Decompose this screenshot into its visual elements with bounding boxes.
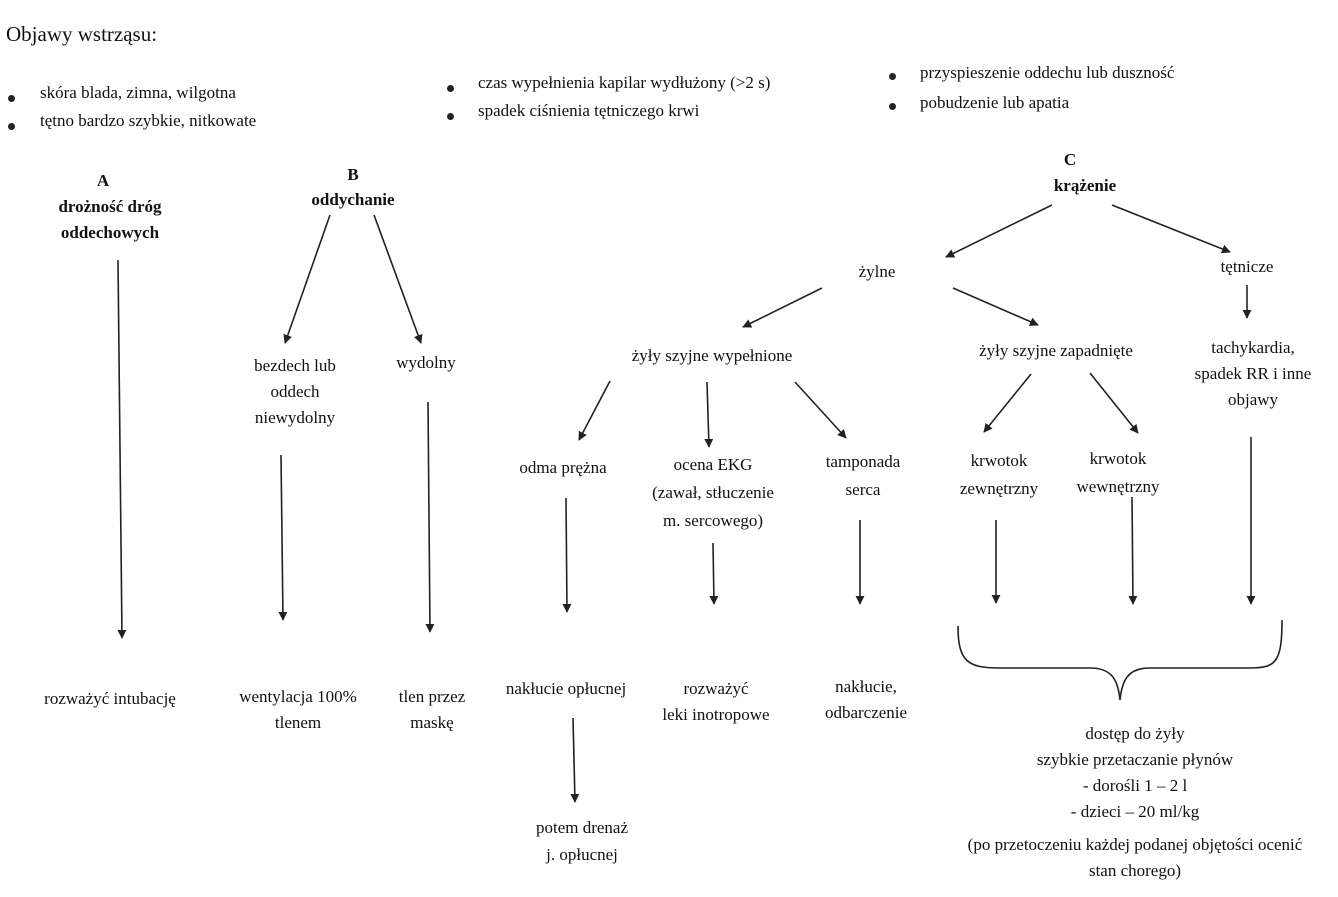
arrow-filled-tamponade xyxy=(794,381,847,439)
ekg-label-line3: m. sercowego) xyxy=(662,511,764,530)
section-a-letter: A xyxy=(96,171,110,190)
arrow-collapsed-external xyxy=(983,373,1032,433)
internal-bleeding-line2: wewnętrzny xyxy=(1076,477,1160,496)
venous-label: żylne xyxy=(858,262,896,281)
symptom-item: tętno bardzo szybkie, nitkowate xyxy=(40,111,257,130)
arrow-collapsed-internal xyxy=(1089,372,1139,434)
arrow-venous-collapsed xyxy=(952,287,1039,326)
b-left-action-line1: wentylacja 100% xyxy=(239,687,357,706)
bullet-icon xyxy=(447,113,454,120)
b-left-label-line1: bezdech lub xyxy=(254,356,336,375)
arrow-internal-down xyxy=(1128,496,1138,605)
arrow-ekg-down xyxy=(709,542,719,605)
symptom-item: spadek ciśnienia tętniczego krwi xyxy=(478,101,700,120)
arterial-result-line3: objawy xyxy=(1227,390,1279,409)
treatment-line6: stan chorego) xyxy=(1088,861,1182,880)
tamponade-action-line1: nakłucie, xyxy=(835,677,897,696)
ekg-action-line1: rozważyć xyxy=(683,679,749,698)
b-right-action-line1: tlen przez xyxy=(398,687,466,706)
tension-pneumothorax-label: odma prężna xyxy=(519,458,607,477)
internal-bleeding-line1: krwotok xyxy=(1089,449,1147,468)
external-bleeding-line1: krwotok xyxy=(970,451,1028,470)
b-right-action-line2: maskę xyxy=(410,713,454,732)
bullet-icon xyxy=(889,73,896,80)
filled-veins-label: żyły szyjne wypełnione xyxy=(631,346,793,365)
external-bleeding-line2: zewnętrzny xyxy=(959,479,1039,498)
arrow-b-right xyxy=(373,214,423,344)
arrow-b-left xyxy=(283,214,331,344)
tamponade-action-line2: odbarczenie xyxy=(824,703,908,722)
bullet-icon xyxy=(447,85,454,92)
treatment-line2: szybkie przetaczanie płynów xyxy=(1036,750,1234,769)
section-c-letter: C xyxy=(1063,150,1077,169)
a-action: rozważyć intubację xyxy=(44,689,176,708)
arterial-result-line2: spadek RR i inne xyxy=(1194,364,1312,383)
arterial-label: tętnicze xyxy=(1220,257,1274,276)
collapsed-veins-label: żyły szyjne zapadnięte xyxy=(979,341,1133,360)
arrow-a-down xyxy=(117,259,127,639)
arrow-filled-ekg xyxy=(704,381,714,448)
symptom-item: przyspieszenie oddechu lub duszność xyxy=(920,63,1175,82)
b-left-label-line3: niewydolny xyxy=(254,408,336,427)
section-c-heading: krążenie xyxy=(1053,176,1117,195)
treatment-line1: dostęp do żyły xyxy=(1085,724,1185,743)
ekg-label-line2: (zawał, stłuczenie xyxy=(652,483,774,502)
arterial-result-line1: tachykardia, xyxy=(1211,338,1295,357)
treatment-line4: - dzieci – 20 ml/kg xyxy=(1070,802,1200,821)
arrow-tension-drain xyxy=(570,717,580,803)
section-a-heading-line2: oddechowych xyxy=(60,223,160,242)
arrow-venous-filled xyxy=(742,287,823,328)
section-b-letter: B xyxy=(347,165,359,184)
arrow-b-left-down xyxy=(278,454,288,621)
treatment-line3: - dorośli 1 – 2 l xyxy=(1082,776,1188,795)
arrow-c-arterial xyxy=(1111,204,1231,254)
ekg-label-line1: ocena EKG xyxy=(673,455,753,474)
drainage-line1: potem drenaż xyxy=(535,818,629,837)
bullet-icon xyxy=(889,103,896,110)
arrow-b-right-down xyxy=(425,401,435,633)
tamponade-label-line2: serca xyxy=(845,480,881,499)
section-b-heading: oddychanie xyxy=(311,190,395,209)
arrow-c-venous xyxy=(945,204,1053,258)
arrow-tension-down xyxy=(562,497,572,613)
symptom-item: czas wypełnienia kapilar wydłużony (>2 s… xyxy=(478,73,771,92)
tension-action: nakłucie opłucnej xyxy=(505,679,627,698)
symptom-item: skóra blada, zimna, wilgotna xyxy=(40,83,236,102)
drainage-line2: j. opłucnej xyxy=(546,845,618,864)
bullet-icon xyxy=(8,95,15,102)
tamponade-label-line1: tamponada xyxy=(825,452,901,471)
symptom-item: pobudzenie lub apatia xyxy=(920,93,1070,112)
b-right-label: wydolny xyxy=(396,353,456,372)
section-a-heading-line1: drożność dróg xyxy=(58,197,162,216)
bullet-icon xyxy=(8,123,15,130)
b-left-label-line2: oddech xyxy=(270,382,320,401)
ekg-action-line2: leki inotropowe xyxy=(662,705,770,724)
curly-brace xyxy=(957,619,1283,701)
b-left-action-line2: tlenem xyxy=(274,713,322,732)
page-title: Objawy wstrząsu: xyxy=(6,22,158,46)
treatment-line5: (po przetoczeniu każdej podanej objętośc… xyxy=(967,835,1303,854)
arrow-filled-tension xyxy=(578,380,611,441)
